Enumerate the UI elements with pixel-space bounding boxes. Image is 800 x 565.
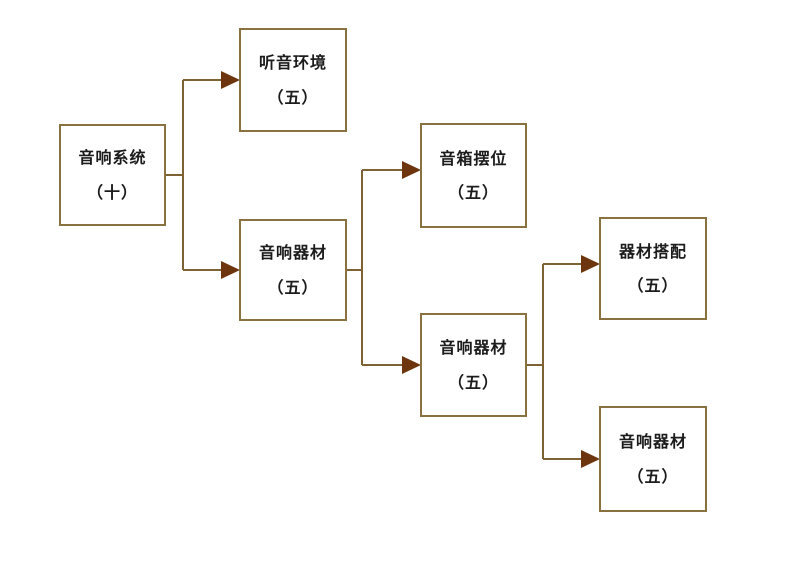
node-subtitle: （五） [267, 277, 319, 297]
node-subtitle: （五） [267, 87, 319, 107]
node-equipment-matching: 器材搭配 （五） [599, 217, 707, 320]
node-subtitle: （五） [447, 372, 499, 392]
arrowhead-to-speaker-placement [402, 161, 421, 179]
connector-mid-branch [347, 169, 403, 366]
node-audio-equipment-1: 音响器材 （五） [239, 219, 347, 321]
node-audio-equipment-2: 音响器材 （五） [420, 313, 527, 417]
connector-root-branch [166, 79, 222, 271]
arrowhead-to-audio-equipment-1 [221, 261, 240, 279]
node-subtitle: （五） [627, 276, 679, 295]
node-title: 音响器材 [618, 432, 687, 452]
node-audio-equipment-3: 音响器材 （五） [599, 406, 707, 512]
node-listening-environment: 听音环境 （五） [239, 28, 347, 132]
node-title: 听音环境 [258, 53, 327, 73]
node-speaker-placement: 音箱摆位 （五） [420, 123, 527, 228]
node-title: 器材搭配 [618, 241, 687, 261]
connector-right-branch [527, 263, 582, 460]
arrowhead-to-listening-environment [221, 71, 240, 89]
node-subtitle: （五） [627, 466, 679, 486]
node-title: 音箱摆位 [439, 148, 508, 168]
node-title: 音响器材 [258, 243, 327, 263]
node-subtitle: （十） [86, 182, 138, 202]
node-title: 音响系统 [78, 148, 147, 168]
arrowhead-to-audio-equipment-2 [402, 356, 421, 374]
node-title: 音响器材 [439, 338, 508, 358]
arrowhead-to-audio-equipment-3 [581, 450, 600, 468]
node-audio-system: 音响系统 （十） [59, 124, 166, 226]
node-subtitle: （五） [447, 183, 499, 202]
arrowhead-to-equipment-matching [581, 255, 600, 273]
